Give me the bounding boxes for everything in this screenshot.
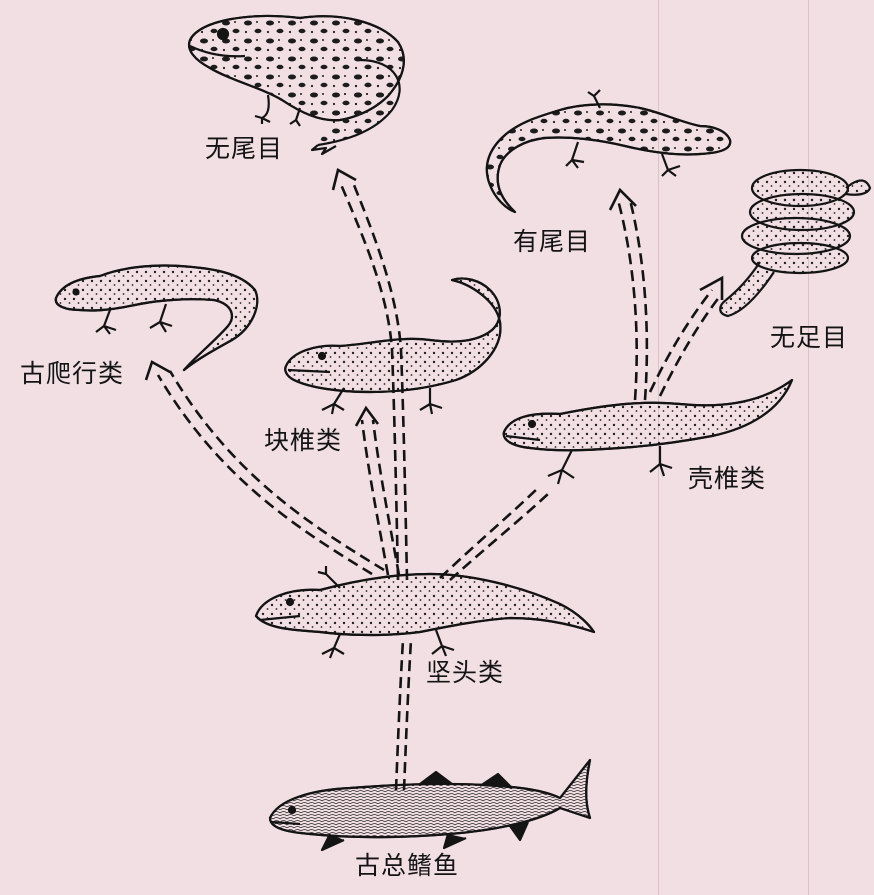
label-protorosauria: 古爬行类 (20, 359, 125, 388)
stegocephalian-illustration (254, 566, 596, 659)
lepospondyl-illustration (502, 378, 794, 485)
arrow-stegocephalia-to-temnospondyli (360, 419, 401, 576)
arrowhead-urodela (608, 187, 637, 211)
caecilian-illustration (719, 168, 872, 318)
label-temnospondyli: 块椎类 (264, 426, 343, 455)
arrow-stegocephalia-to-protorosauria (156, 370, 385, 576)
arrow-stegocephalia-to-lepospondyli (439, 487, 549, 581)
label-apoda: 无足目 (770, 323, 849, 352)
temnospondyl-illustration (284, 277, 502, 415)
label-crossopterygii: 古总鳍鱼 (355, 851, 460, 880)
arrowhead-temnospondyli (354, 405, 380, 427)
frog-illustration (187, 14, 405, 156)
arrow-fish-to-stegocephalia (394, 639, 413, 791)
arrowhead-apoda (699, 275, 724, 300)
arrow-lepospondyli-to-apoda (648, 289, 722, 397)
early-reptile-illustration (54, 264, 259, 372)
label-stegocephalia: 坚头类 (426, 658, 505, 687)
label-lepospondyli: 壳椎类 (688, 464, 767, 493)
arrowhead-anura (331, 168, 357, 191)
label-urodela: 有尾目 (513, 227, 592, 256)
bleed-through-line (808, 0, 809, 895)
arrow-lepospondyli-to-urodela (616, 199, 649, 401)
arrowhead-protorosauria (144, 360, 171, 381)
salamander-illustration (485, 89, 732, 214)
label-anura: 无尾目 (205, 134, 284, 163)
lobe-finned-fish-illustration (268, 758, 592, 852)
bleed-through-line (658, 0, 659, 895)
